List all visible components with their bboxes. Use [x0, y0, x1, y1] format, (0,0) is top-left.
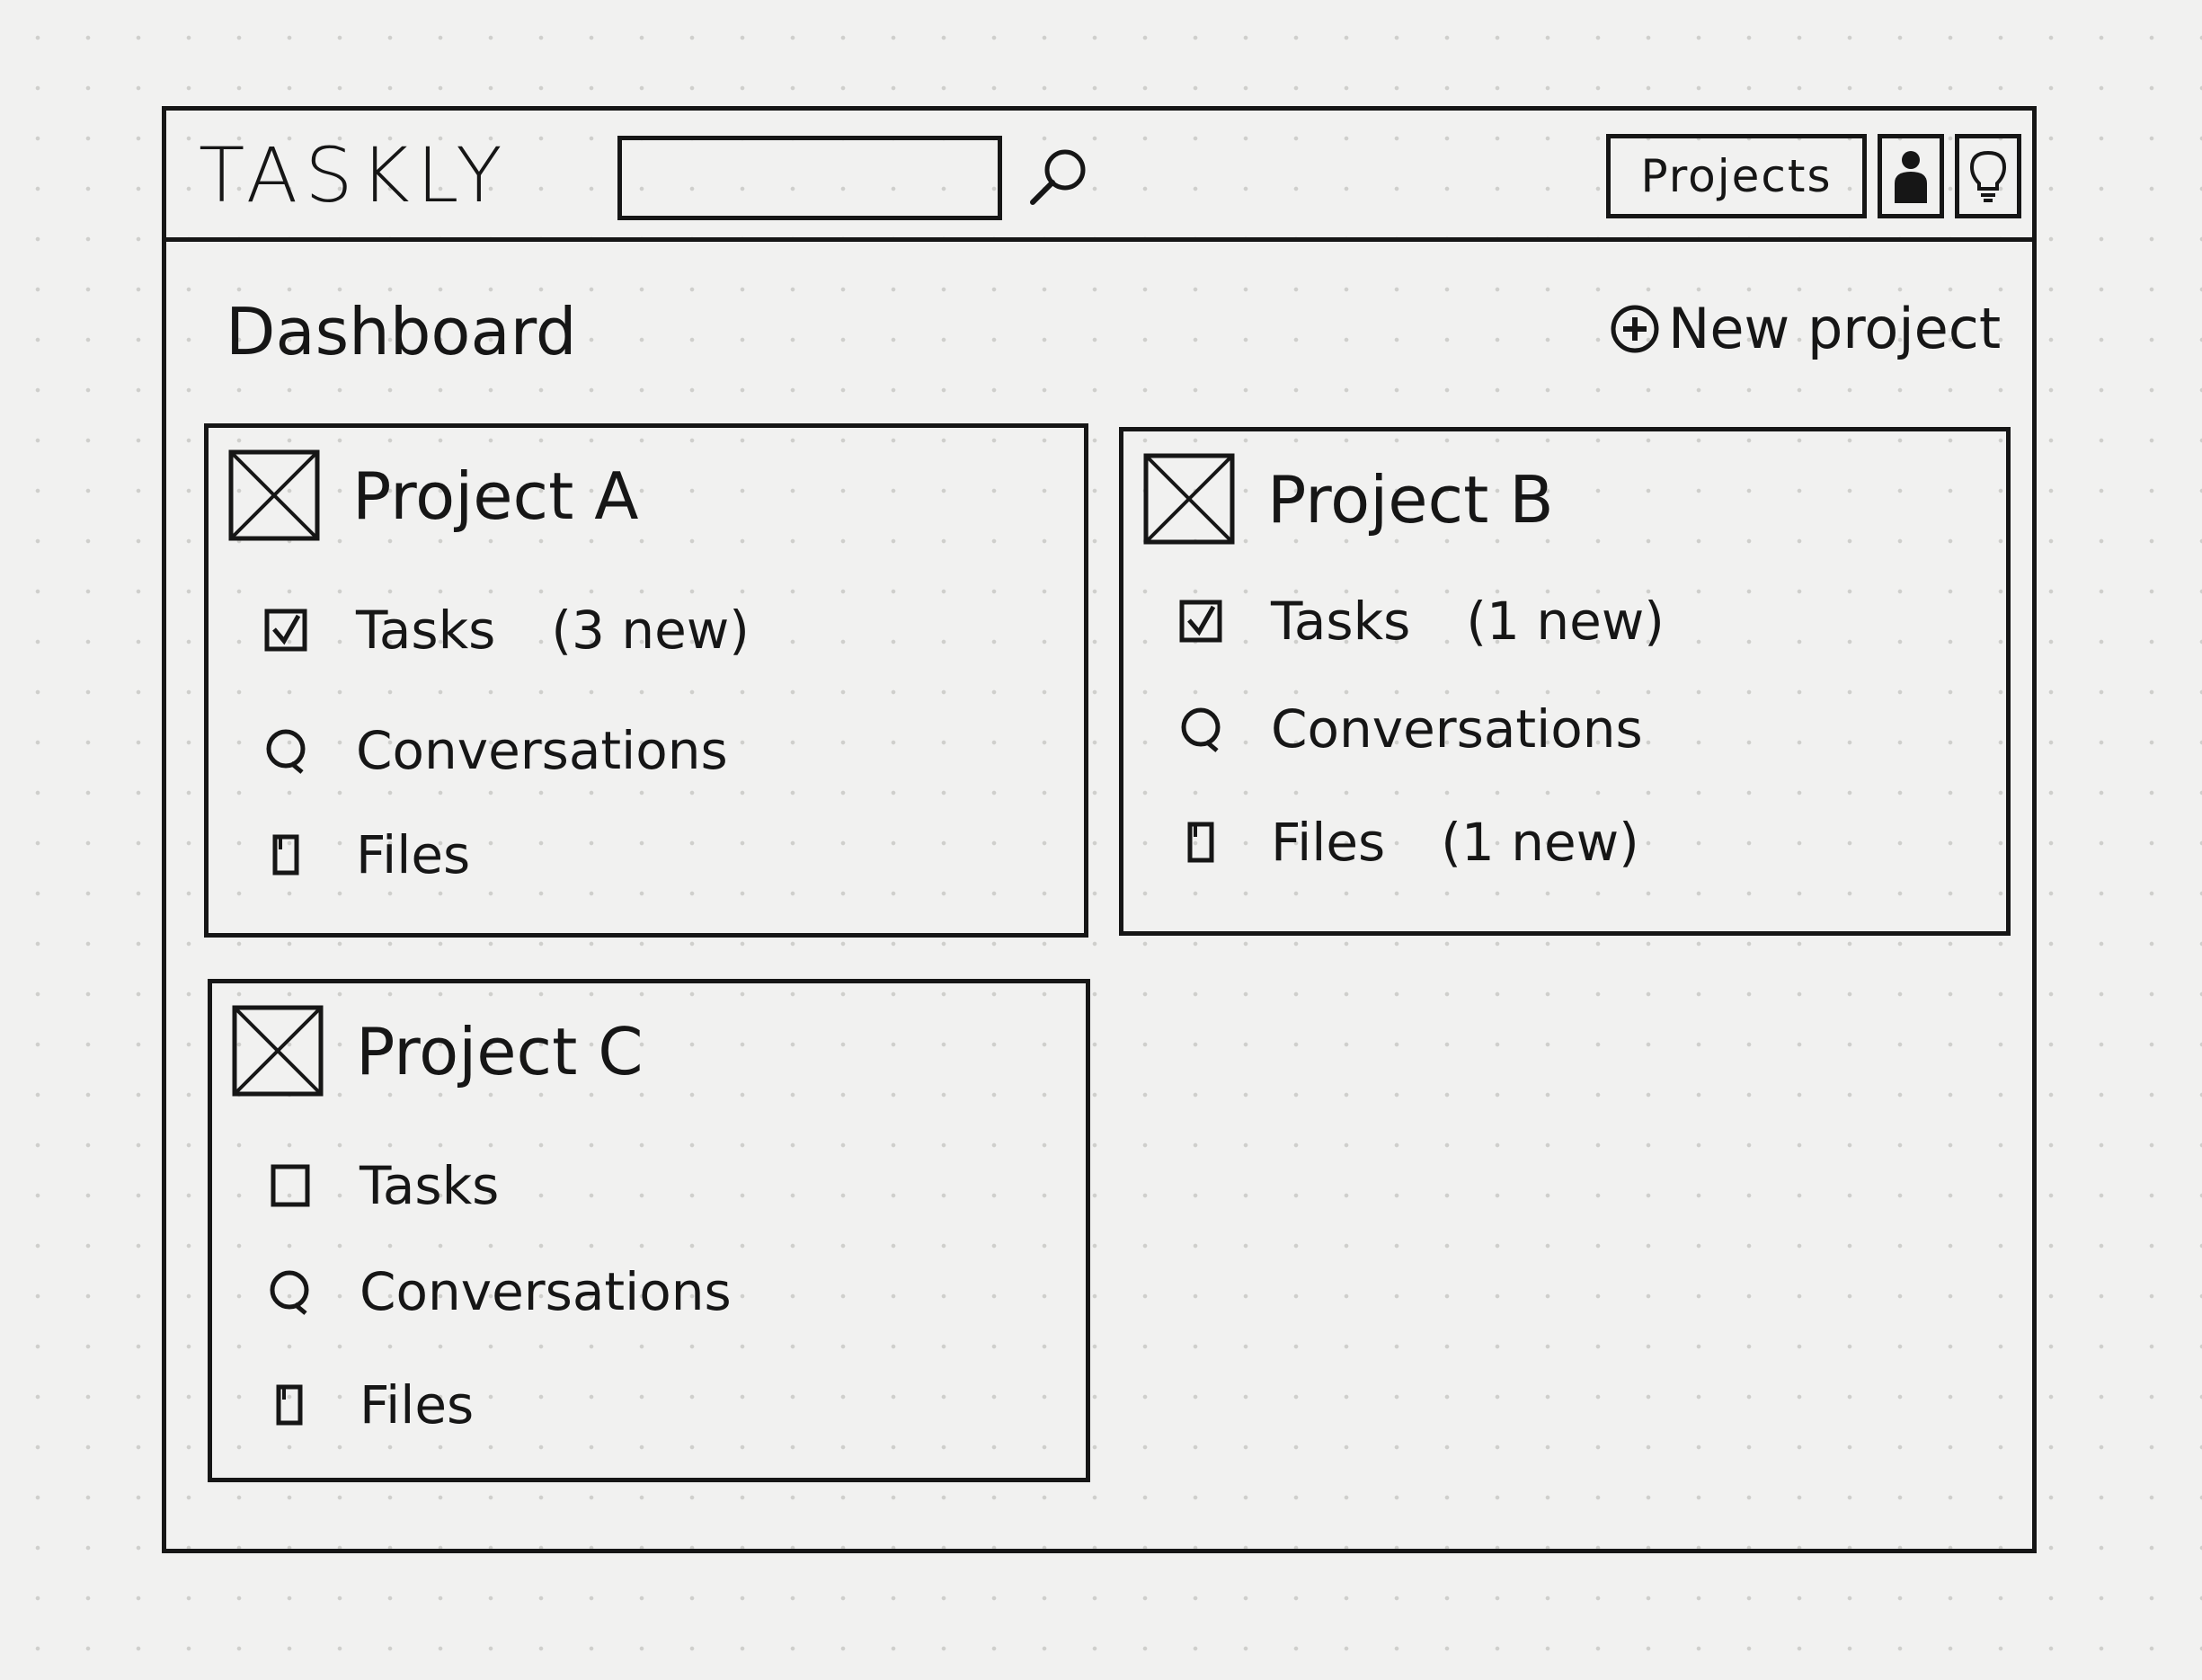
- ideas-button[interactable]: [1955, 134, 2021, 218]
- item-label: Files: [1271, 812, 1386, 873]
- search-input[interactable]: [617, 136, 1002, 220]
- project-item-files[interactable]: Files (1 new): [1177, 816, 1639, 868]
- project-item-tasks[interactable]: Tasks: [266, 1160, 499, 1212]
- speech-bubble-icon: [266, 729, 306, 774]
- project-item-tasks[interactable]: Tasks (1 new): [1177, 595, 1665, 647]
- file-icon: [1187, 822, 1214, 863]
- file-icon: [276, 1384, 303, 1426]
- top-nav: TASKLY Projects: [166, 111, 2032, 242]
- item-new-count: (1 new): [1466, 591, 1665, 652]
- search-icon[interactable]: [1022, 143, 1094, 215]
- item-label: Conversations: [356, 720, 728, 781]
- new-project-label: New project: [1668, 296, 2002, 361]
- item-label: Files: [360, 1374, 475, 1436]
- item-label: Tasks: [1271, 591, 1411, 652]
- app-logo[interactable]: TASKLY: [199, 131, 510, 219]
- item-label: Conversations: [360, 1261, 732, 1322]
- project-card-b[interactable]: Project B Tasks (1 new) Conversations Fi…: [1119, 427, 2011, 936]
- projects-button[interactable]: Projects: [1606, 134, 1867, 218]
- project-item-files[interactable]: Files: [262, 829, 470, 881]
- project-item-conversations[interactable]: Conversations: [262, 724, 728, 777]
- lightbulb-icon: [1969, 150, 2007, 202]
- image-placeholder-icon: [232, 1005, 324, 1097]
- project-card-c[interactable]: Project C Tasks Conversations Files: [208, 979, 1090, 1482]
- speech-bubble-icon: [1181, 707, 1221, 752]
- image-placeholder-icon: [228, 449, 320, 541]
- project-title[interactable]: Project B: [1267, 462, 1554, 538]
- checked-checkbox-icon: [1179, 600, 1222, 643]
- speech-bubble-icon: [270, 1270, 309, 1315]
- image-placeholder-icon: [1143, 453, 1235, 545]
- project-item-conversations[interactable]: Conversations: [1177, 703, 1643, 755]
- project-card-a[interactable]: Project A Tasks (3 new) Conversations Fi…: [204, 423, 1088, 938]
- project-item-conversations[interactable]: Conversations: [266, 1266, 732, 1318]
- empty-checkbox-icon: [271, 1164, 310, 1207]
- item-label: Tasks: [360, 1155, 500, 1216]
- user-button[interactable]: [1878, 134, 1944, 218]
- item-label: Files: [356, 824, 471, 885]
- projects-button-label: Projects: [1640, 150, 1833, 202]
- user-icon: [1895, 151, 1927, 203]
- project-item-files[interactable]: Files: [266, 1379, 474, 1431]
- item-label: Tasks: [356, 600, 496, 661]
- page-title: Dashboard: [226, 294, 577, 369]
- checked-checkbox-icon: [264, 609, 307, 652]
- project-title[interactable]: Project C: [356, 1014, 644, 1089]
- plus-circle-icon: [1611, 305, 1659, 353]
- new-project-button[interactable]: New project: [1609, 301, 2001, 357]
- item-new-count: (3 new): [551, 600, 750, 661]
- project-title[interactable]: Project A: [352, 458, 639, 534]
- app-window: TASKLY Projects Dashboard: [162, 106, 2037, 1553]
- item-label: Conversations: [1271, 698, 1643, 760]
- file-icon: [272, 834, 299, 876]
- project-item-tasks[interactable]: Tasks (3 new): [262, 604, 750, 656]
- item-new-count: (1 new): [1441, 812, 1639, 873]
